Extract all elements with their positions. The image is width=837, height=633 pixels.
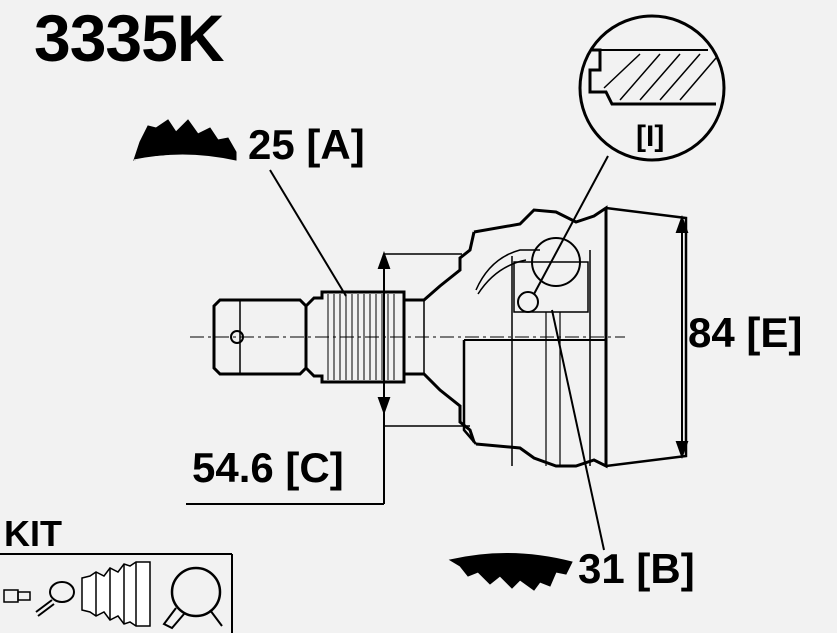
dimension-c bbox=[186, 251, 470, 505]
callout-spline-b: 31 [B] bbox=[578, 545, 695, 592]
leader-detail bbox=[533, 155, 609, 295]
callout-spline-a: 25 [A] bbox=[248, 121, 365, 168]
callout-detail-i: [I] bbox=[636, 120, 665, 153]
spline-b-icon bbox=[448, 553, 573, 591]
leader-a bbox=[269, 169, 347, 297]
shaft-stub bbox=[212, 298, 308, 376]
kit-box bbox=[0, 553, 233, 633]
callout-diameter-e: 84 [E] bbox=[688, 309, 803, 356]
boot-icon bbox=[81, 561, 151, 627]
leader-b bbox=[551, 309, 605, 551]
part-number-title: 3335K bbox=[34, 1, 224, 75]
neck bbox=[404, 231, 476, 443]
callout-diameter-c: 54.6 [C] bbox=[192, 444, 344, 491]
clamp-large-icon bbox=[162, 566, 223, 630]
dimension-e bbox=[675, 215, 689, 459]
spline-a-icon bbox=[133, 119, 237, 163]
detail-circle-i bbox=[578, 14, 726, 162]
clamp-small-icon bbox=[35, 581, 75, 617]
kit-title: KIT bbox=[4, 513, 62, 554]
bell-housing bbox=[462, 205, 688, 469]
bolt-icon bbox=[3, 589, 31, 603]
spline-section-a bbox=[304, 290, 406, 384]
